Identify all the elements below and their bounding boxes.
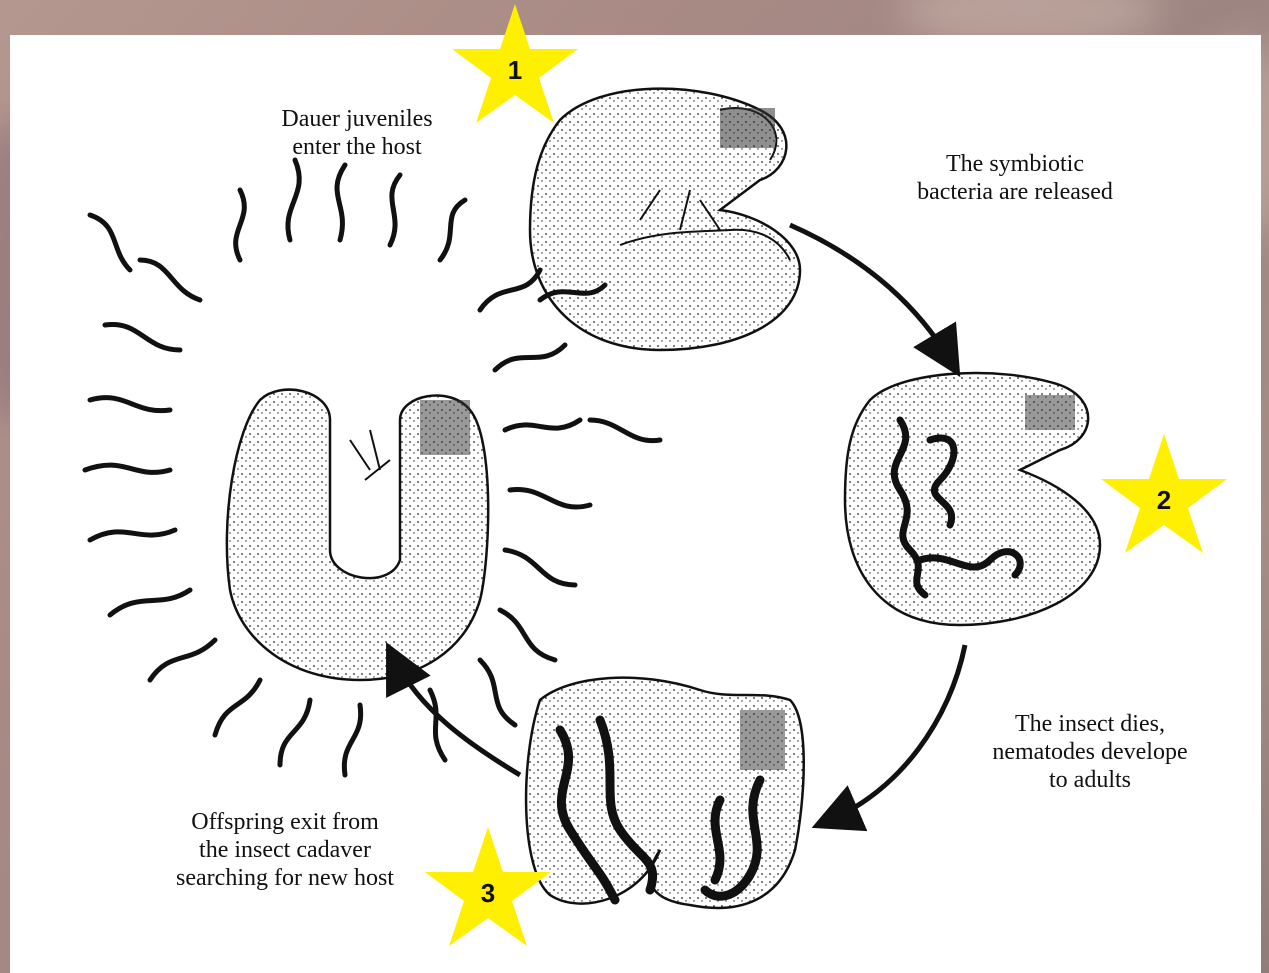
caption-insect-dies: The insect dies, nematodes develope to a… — [930, 710, 1250, 794]
arrow-1-to-2 — [790, 225, 950, 360]
arrow-3-to-cadaver — [395, 660, 520, 775]
star-2-label: 2 — [1157, 485, 1171, 515]
caption-dauer-juveniles: Dauer juveniles enter the host — [232, 105, 482, 161]
larva-stage-1 — [530, 89, 800, 350]
caption-offspring-exit: Offspring exit from the insect cadaver s… — [120, 808, 450, 892]
larva-stage-2 — [845, 373, 1100, 625]
star-3-label: 3 — [481, 878, 495, 908]
larva-stage-3 — [526, 678, 804, 908]
caption-bacteria-released: The symbiotic bacteria are released — [870, 150, 1160, 206]
star-1-label: 1 — [508, 55, 522, 85]
star-2: 2 — [1101, 434, 1227, 553]
